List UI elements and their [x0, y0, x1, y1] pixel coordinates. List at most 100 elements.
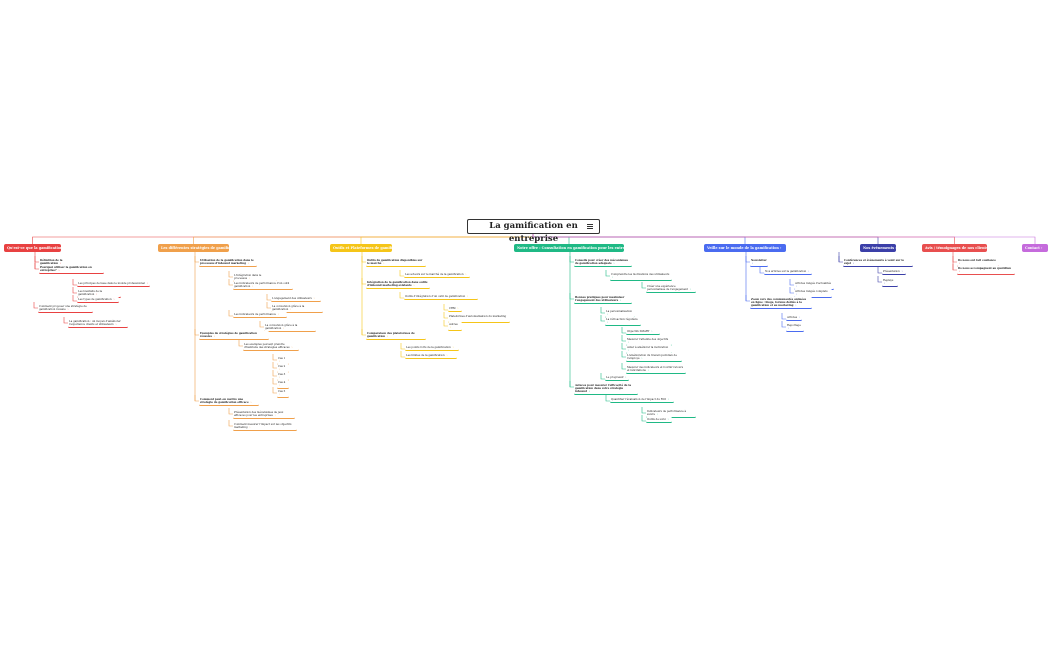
c2-node[interactable]: Utilisation de la gamification dans le p…	[199, 258, 257, 267]
category-4[interactable]: Notre offre : Consultation en gamificati…	[514, 244, 639, 252]
chevron-right-icon[interactable]: ›	[405, 246, 407, 250]
c5-node[interactable]: Articles rangés complets ›	[794, 289, 832, 298]
c1-node[interactable]: Comment proposer une stratégie de gamifi…	[38, 304, 93, 313]
chevron-right-icon[interactable]: ›	[66, 246, 69, 250]
chevron-right-icon[interactable]: ›	[798, 315, 801, 319]
chevron-right-icon[interactable]: ›	[249, 425, 251, 429]
chevron-right-icon[interactable]: ›	[667, 417, 669, 421]
c2-node[interactable]: Les indicateurs de performance d'un outi…	[233, 281, 293, 290]
chevron-right-icon[interactable]: ›	[651, 329, 653, 333]
c2-node[interactable]: Les indicateurs de performance ›	[233, 312, 287, 318]
category-7[interactable]: Avis / témoignages de nos clients ›	[922, 244, 991, 252]
chevron-right-icon[interactable]: ›	[446, 353, 448, 357]
c4-node[interactable]: Bonnes pratiques pour maximiser l'engage…	[574, 295, 632, 304]
c3-node[interactable]: Les limites de la gamification ›	[405, 353, 457, 359]
chevron-right-icon[interactable]: ›	[656, 412, 658, 416]
c3-node[interactable]: Autres ›	[448, 322, 462, 331]
chevron-right-icon[interactable]: ›	[279, 375, 281, 379]
chevron-right-icon[interactable]: ›	[450, 325, 452, 329]
menu-icon[interactable]	[587, 224, 593, 231]
c1-node[interactable]: Les principes de base dans le monde prof…	[77, 281, 150, 287]
c1-node[interactable]: Les types de gamification ›	[77, 297, 119, 303]
c4-node[interactable]: La rétroaction régulière ›	[605, 317, 641, 326]
c2-node[interactable]: Les exemples peuvent prendre d'habitude …	[243, 342, 299, 351]
chevron-right-icon[interactable]: ›	[457, 306, 459, 310]
chevron-right-icon[interactable]: ›	[959, 261, 961, 265]
c5-node[interactable]: Articles ›	[786, 315, 802, 321]
chevron-right-icon[interactable]: ›	[612, 275, 614, 279]
c5-node[interactable]: Zoom vers des communautés animées en lig…	[750, 297, 812, 309]
chevron-right-icon[interactable]: ›	[60, 261, 62, 265]
chevron-right-icon[interactable]: ›	[853, 261, 855, 265]
chevron-right-icon[interactable]: ›	[796, 292, 798, 296]
c3-node[interactable]: Les acteurs sur le marché de la gamifica…	[404, 272, 470, 278]
c3-node[interactable]: Intégration de la gamification dans outi…	[366, 280, 430, 289]
c4-node[interactable]: Astuces pour mesurer l'efficacité de la …	[574, 383, 638, 395]
c7-node[interactable]: Ils nous accompagnent au quotidien ›	[957, 266, 1015, 275]
chevron-right-icon[interactable]: ›	[279, 359, 281, 363]
chevron-right-icon[interactable]: ›	[901, 269, 903, 273]
c4-node[interactable]: Outils de suivi ›	[646, 417, 672, 423]
chevron-right-icon[interactable]: ›	[213, 334, 215, 338]
chevron-right-icon[interactable]: ›	[241, 246, 243, 250]
c4-node[interactable]: Le progressif ›	[605, 375, 629, 381]
c6-node[interactable]: Présentation ›	[882, 269, 906, 275]
c4-node[interactable]: Comprendre les motivations des utilisate…	[610, 272, 672, 281]
chevron-right-icon[interactable]: ›	[667, 397, 669, 401]
category-3[interactable]: Outils et Plateformes de gamification ›	[330, 244, 407, 252]
chevron-right-icon[interactable]: ›	[283, 326, 285, 330]
chevron-right-icon[interactable]: ›	[248, 276, 250, 280]
chevron-right-icon[interactable]: ›	[647, 368, 649, 372]
c3-node[interactable]: Outils de gamification disponibles sur l…	[366, 258, 426, 267]
c2-node[interactable]: Comment mesurer l'impact sur les objecti…	[233, 422, 297, 431]
chevron-right-icon[interactable]: ›	[113, 297, 115, 301]
chevron-right-icon[interactable]: ›	[1041, 246, 1043, 250]
chevron-right-icon[interactable]: ›	[795, 303, 797, 307]
c2-node[interactable]: L'engagement des utilisateurs ›	[271, 296, 321, 302]
chevron-right-icon[interactable]: ›	[628, 348, 630, 352]
chevron-right-icon[interactable]: ›	[628, 340, 630, 344]
chevron-right-icon[interactable]: ›	[613, 261, 615, 265]
category-1[interactable]: Qu'est-ce que la gamification ? ›	[4, 244, 68, 252]
chevron-right-icon[interactable]: ›	[607, 320, 609, 324]
chevron-right-icon[interactable]: ›	[247, 261, 249, 265]
c6-node[interactable]: Replays ›	[882, 278, 898, 287]
c5-node[interactable]: Reportage ›	[786, 323, 804, 332]
chevron-right-icon[interactable]: ›	[465, 272, 467, 276]
chevron-right-icon[interactable]: ›	[250, 400, 252, 404]
c6-node[interactable]: Conférences et évènements à venir sur le…	[843, 258, 913, 267]
c3-node[interactable]: CRM ›	[448, 306, 462, 312]
chevron-right-icon[interactable]: ›	[452, 345, 454, 349]
chevron-right-icon[interactable]: ›	[808, 269, 810, 273]
c2-node[interactable]: Présentation des mécanismes de jeux effi…	[233, 410, 295, 419]
c3-node[interactable]: Outils d'intégration d'un outil de gamif…	[404, 294, 478, 300]
chevron-right-icon[interactable]: ›	[450, 317, 452, 321]
c4-node[interactable]: Quantifier l'évaluation de l'impact du R…	[610, 397, 674, 403]
chevron-right-icon[interactable]: ›	[115, 322, 117, 326]
c3-node[interactable]: Comparaison des plateformes de gamificat…	[366, 331, 426, 340]
chevron-right-icon[interactable]: ›	[641, 356, 643, 360]
c2-node[interactable]: La conversion grâce à la gamification ›	[271, 304, 323, 313]
chevron-right-icon[interactable]: ›	[67, 307, 69, 311]
chevron-right-icon[interactable]: ›	[959, 269, 961, 273]
c2-node[interactable]: Cas 5 ›	[277, 389, 289, 398]
chevron-right-icon[interactable]: ›	[637, 246, 639, 250]
c5-node[interactable]: Newsletter ›	[750, 258, 768, 267]
c5-node[interactable]: Nos articles sur la gamification ›	[764, 269, 812, 275]
chevron-right-icon[interactable]: ›	[989, 246, 991, 250]
chevron-right-icon[interactable]: ›	[274, 413, 276, 417]
root-topic[interactable]: La gamification en entreprise	[467, 219, 600, 244]
chevron-right-icon[interactable]: ›	[779, 246, 782, 250]
chevron-right-icon[interactable]: ›	[279, 367, 281, 371]
category-6[interactable]: Nos événements ›	[860, 244, 897, 252]
c2-node[interactable]: Exemples de stratégies de gamification r…	[199, 331, 269, 340]
category-8[interactable]: Contact ›	[1022, 244, 1048, 252]
chevron-right-icon[interactable]: ›	[313, 296, 315, 300]
chevron-right-icon[interactable]: ›	[788, 326, 790, 330]
chevron-right-icon[interactable]: ›	[413, 283, 415, 287]
chevron-right-icon[interactable]: ›	[96, 292, 98, 296]
chevron-right-icon[interactable]: ›	[607, 312, 609, 316]
chevron-right-icon[interactable]: ›	[58, 268, 60, 272]
chevron-right-icon[interactable]: ›	[689, 287, 691, 291]
chevron-right-icon[interactable]: ›	[588, 389, 590, 393]
